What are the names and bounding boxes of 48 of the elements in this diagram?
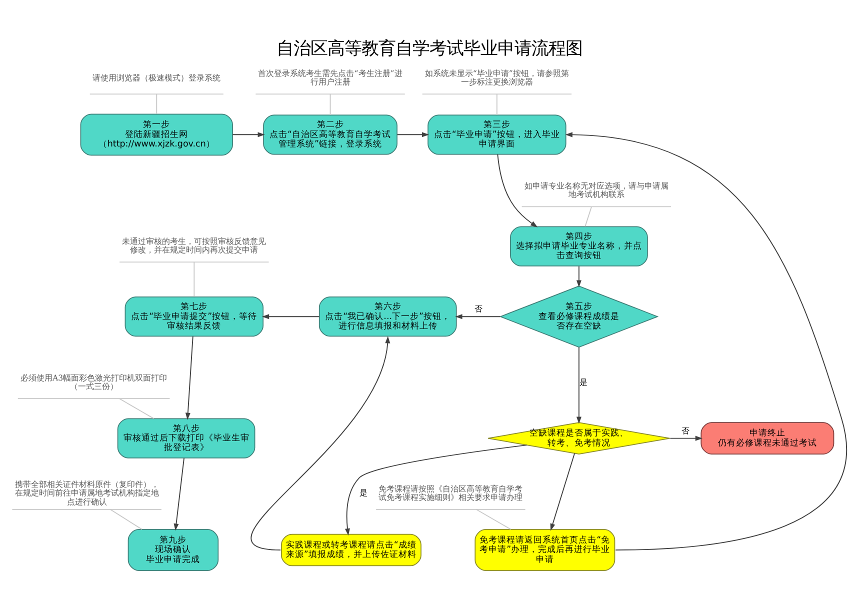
- node-box: 第九步 现场确认 毕业申请完成: [128, 528, 219, 570]
- node-text: 必须使用A3幅面彩色激光打印机双面打印（一式三份）: [20, 372, 168, 391]
- connector: [330, 93, 331, 115]
- connector: [496, 93, 498, 115]
- arrow: [232, 132, 265, 137]
- node-diamond: 空缺课程是否属于实践、转考、免考情况: [488, 422, 670, 454]
- arrow: [497, 153, 538, 227]
- node-box: 免考课程请返回系统首页点击“免考申请”办理，完成后再进行毕业申请: [474, 528, 616, 570]
- node-box: 第二步 点击“自治区高等教育自学考试管理系统”链接，登录系统: [263, 114, 398, 154]
- arrow: [576, 265, 582, 287]
- edge-label: 否: [682, 426, 690, 435]
- connector: [110, 508, 142, 530]
- node-box: 第一步 登陆新疆招生网 （http://www.xjzk.gov.cn）: [80, 113, 233, 156]
- arrow: [550, 452, 576, 530]
- node-text: 携带全部相关证件材料原件（复印件），在规定时间前往申请属地考试机构指定地点进行确认: [14, 479, 159, 506]
- arrow: [670, 435, 703, 440]
- arrow: [185, 336, 194, 420]
- arrow: [455, 314, 501, 319]
- node-text: 如系统未显示“毕业申请”按钮，请参照第一步标注更换浏览器: [424, 68, 569, 86]
- arrow: [396, 132, 430, 137]
- node-box: 第七步 点击“毕业申请提交”按钮，等待审核结果反馈: [124, 296, 264, 336]
- connector: [119, 398, 154, 419]
- diagram-title: 自治区高等教育自学考试毕业申请流程图: [276, 38, 582, 58]
- edge-label: 否: [474, 304, 482, 314]
- arrow: [262, 314, 320, 319]
- arrow: [565, 132, 847, 550]
- node-box: 申请终止 仍有必修课程未通过考试: [700, 422, 834, 454]
- arrow: [251, 336, 390, 550]
- node-diamond: 第五步 查看必修课程成绩是否存在空缺: [499, 285, 659, 348]
- connector: [476, 508, 512, 530]
- connector: [194, 261, 195, 297]
- node-box: 第三步 点击“毕业申请”按钮，进入毕业申请界面: [428, 114, 566, 154]
- node-box: 实践课程或转考课程请点击“成绩来源”填报成绩，并上传佐证材料: [280, 533, 422, 566]
- connector: [156, 93, 158, 114]
- node-text: 如申请专业名称无对应选项，请与申请属地考试机构联系: [524, 180, 668, 199]
- arrow: [174, 457, 185, 530]
- arrow: [344, 444, 528, 536]
- arrow: [576, 346, 582, 424]
- node-box: 第六步 点击“我已确认...下一步”按钮，进行信息填报和材料上传: [318, 296, 457, 336]
- node-text: 未通过审核的考生，可按照审核反馈意见修改，并在规定时间内再次提交申请: [122, 236, 266, 254]
- node-text: 免考课程请按照《自治区高等教育自学考试免考课程实施细则》相关要求申请办理: [378, 484, 523, 502]
- node-text: 请使用浏览器（极速模式）登录系统: [92, 72, 221, 82]
- node-box: 第四步 选择拟申请毕业专业名称，并点击查询按钮: [510, 226, 648, 266]
- edge-label: 是: [579, 377, 588, 386]
- node-box: 第八步 审核通过后下载打印《毕业生审批登记表》: [117, 418, 256, 458]
- node-text: 首次登录系统考生需先点击“考生注册”进行用户注册: [258, 68, 402, 86]
- connector: [584, 206, 592, 226]
- edge-label: 是: [359, 488, 368, 498]
